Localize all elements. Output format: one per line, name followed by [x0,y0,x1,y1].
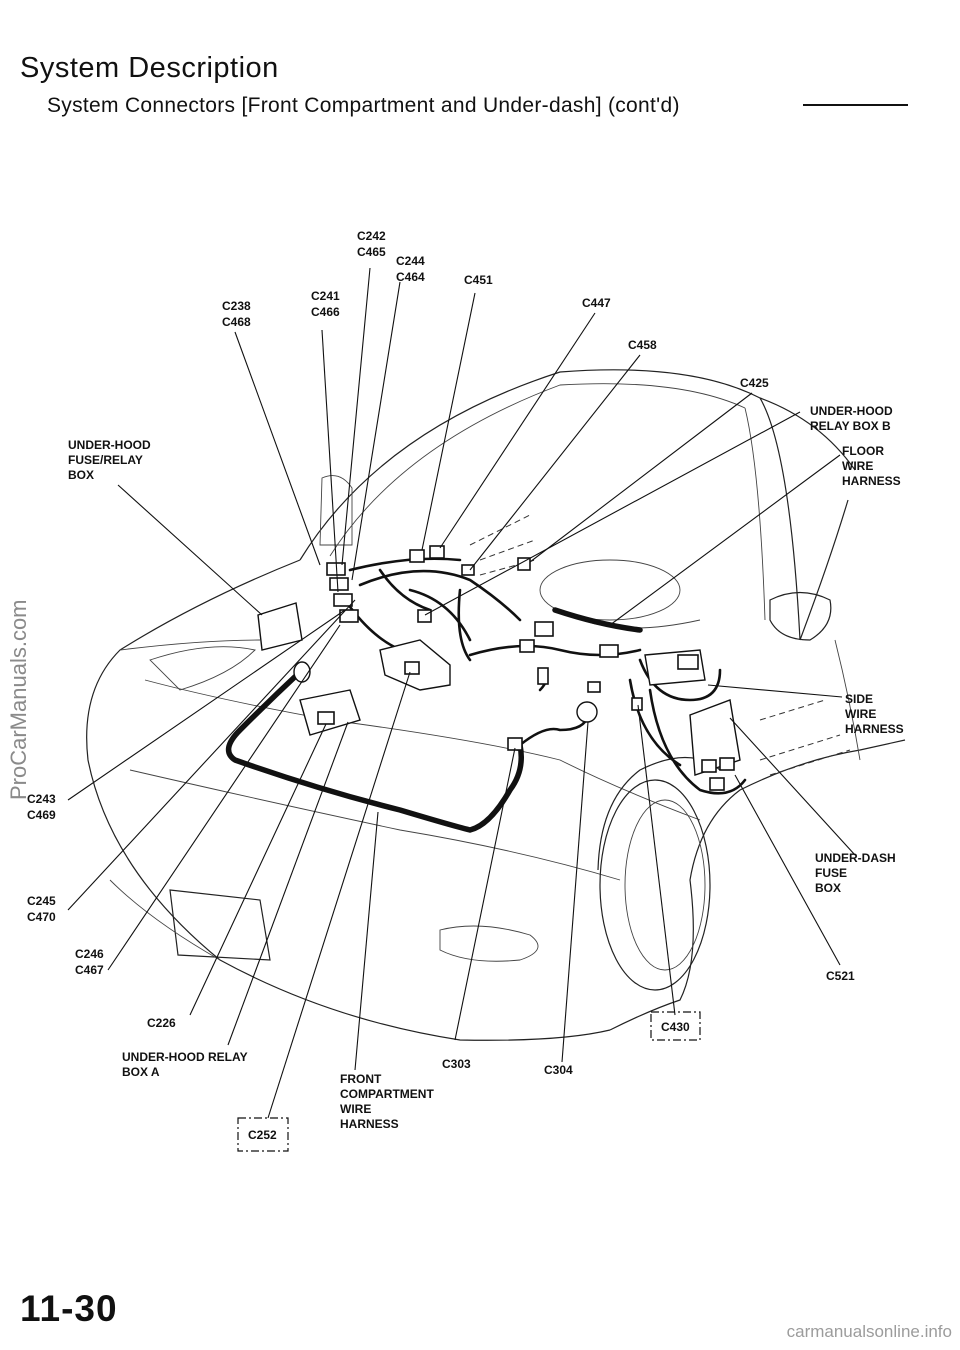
label-c238-c468: C238 C468 [222,299,254,329]
label-under-hood-relay-box-b: UNDER-HOOD RELAY BOX B [810,404,896,433]
c304-sensor [576,701,598,723]
label-under-dash-fuse-box: UNDER-DASH FUSE BOX [815,851,899,895]
label-c246-c467: C246 C467 [75,947,107,977]
label-c521: C521 [826,969,855,983]
page-number: 11-30 [20,1288,118,1329]
page-title: System Description [20,52,279,84]
label-c245-c470: C245 C470 [27,894,59,924]
subtitle-rule [803,104,908,106]
label-under-hood-fuse-relay-box: UNDER-HOOD FUSE/RELAY BOX [68,438,154,482]
label-c242-c465: C242 C465 [357,229,389,259]
label-c252: C252 [248,1128,277,1142]
c252-callout-box [237,1117,289,1152]
under-dash-fuse-box [689,699,741,776]
label-c244-c464: C244 C464 [396,254,428,284]
label-c451: C451 [464,273,493,287]
watermark: ProCarManuals.com [6,599,31,800]
label-floor-wire-harness: FLOOR WIRE HARNESS [842,444,901,488]
label-c303: C303 [442,1057,471,1071]
components [257,545,741,791]
wire-harnesses [225,557,747,833]
car-body [86,369,906,1041]
leader-lines [67,267,856,1119]
label-front-compartment-wire-harness: FRONT COMPARTMENT WIRE HARNESS [340,1072,437,1131]
label-c243-c469: C243 C469 [27,792,59,822]
label-c226: C226 [147,1016,176,1030]
label-c425: C425 [740,376,769,390]
c430-callout-box [650,1011,701,1041]
label-under-hood-relay-box-a: UNDER-HOOD RELAY BOX A [122,1050,251,1079]
under-hood-fuse-relay-box [257,602,303,651]
label-c430: C430 [661,1020,690,1034]
label-c241-c466: C241 C466 [311,289,343,319]
label-c447: C447 [582,296,611,310]
front-compartment-harness-path [225,669,524,833]
footer-site-watermark: carmanualsonline.info [786,1322,952,1341]
label-c304: C304 [544,1063,573,1077]
page-subtitle: System Connectors [Front Compartment and… [47,94,680,117]
label-side-wire-harness: SIDE WIRE HARNESS [845,692,904,736]
label-c458: C458 [628,338,657,352]
